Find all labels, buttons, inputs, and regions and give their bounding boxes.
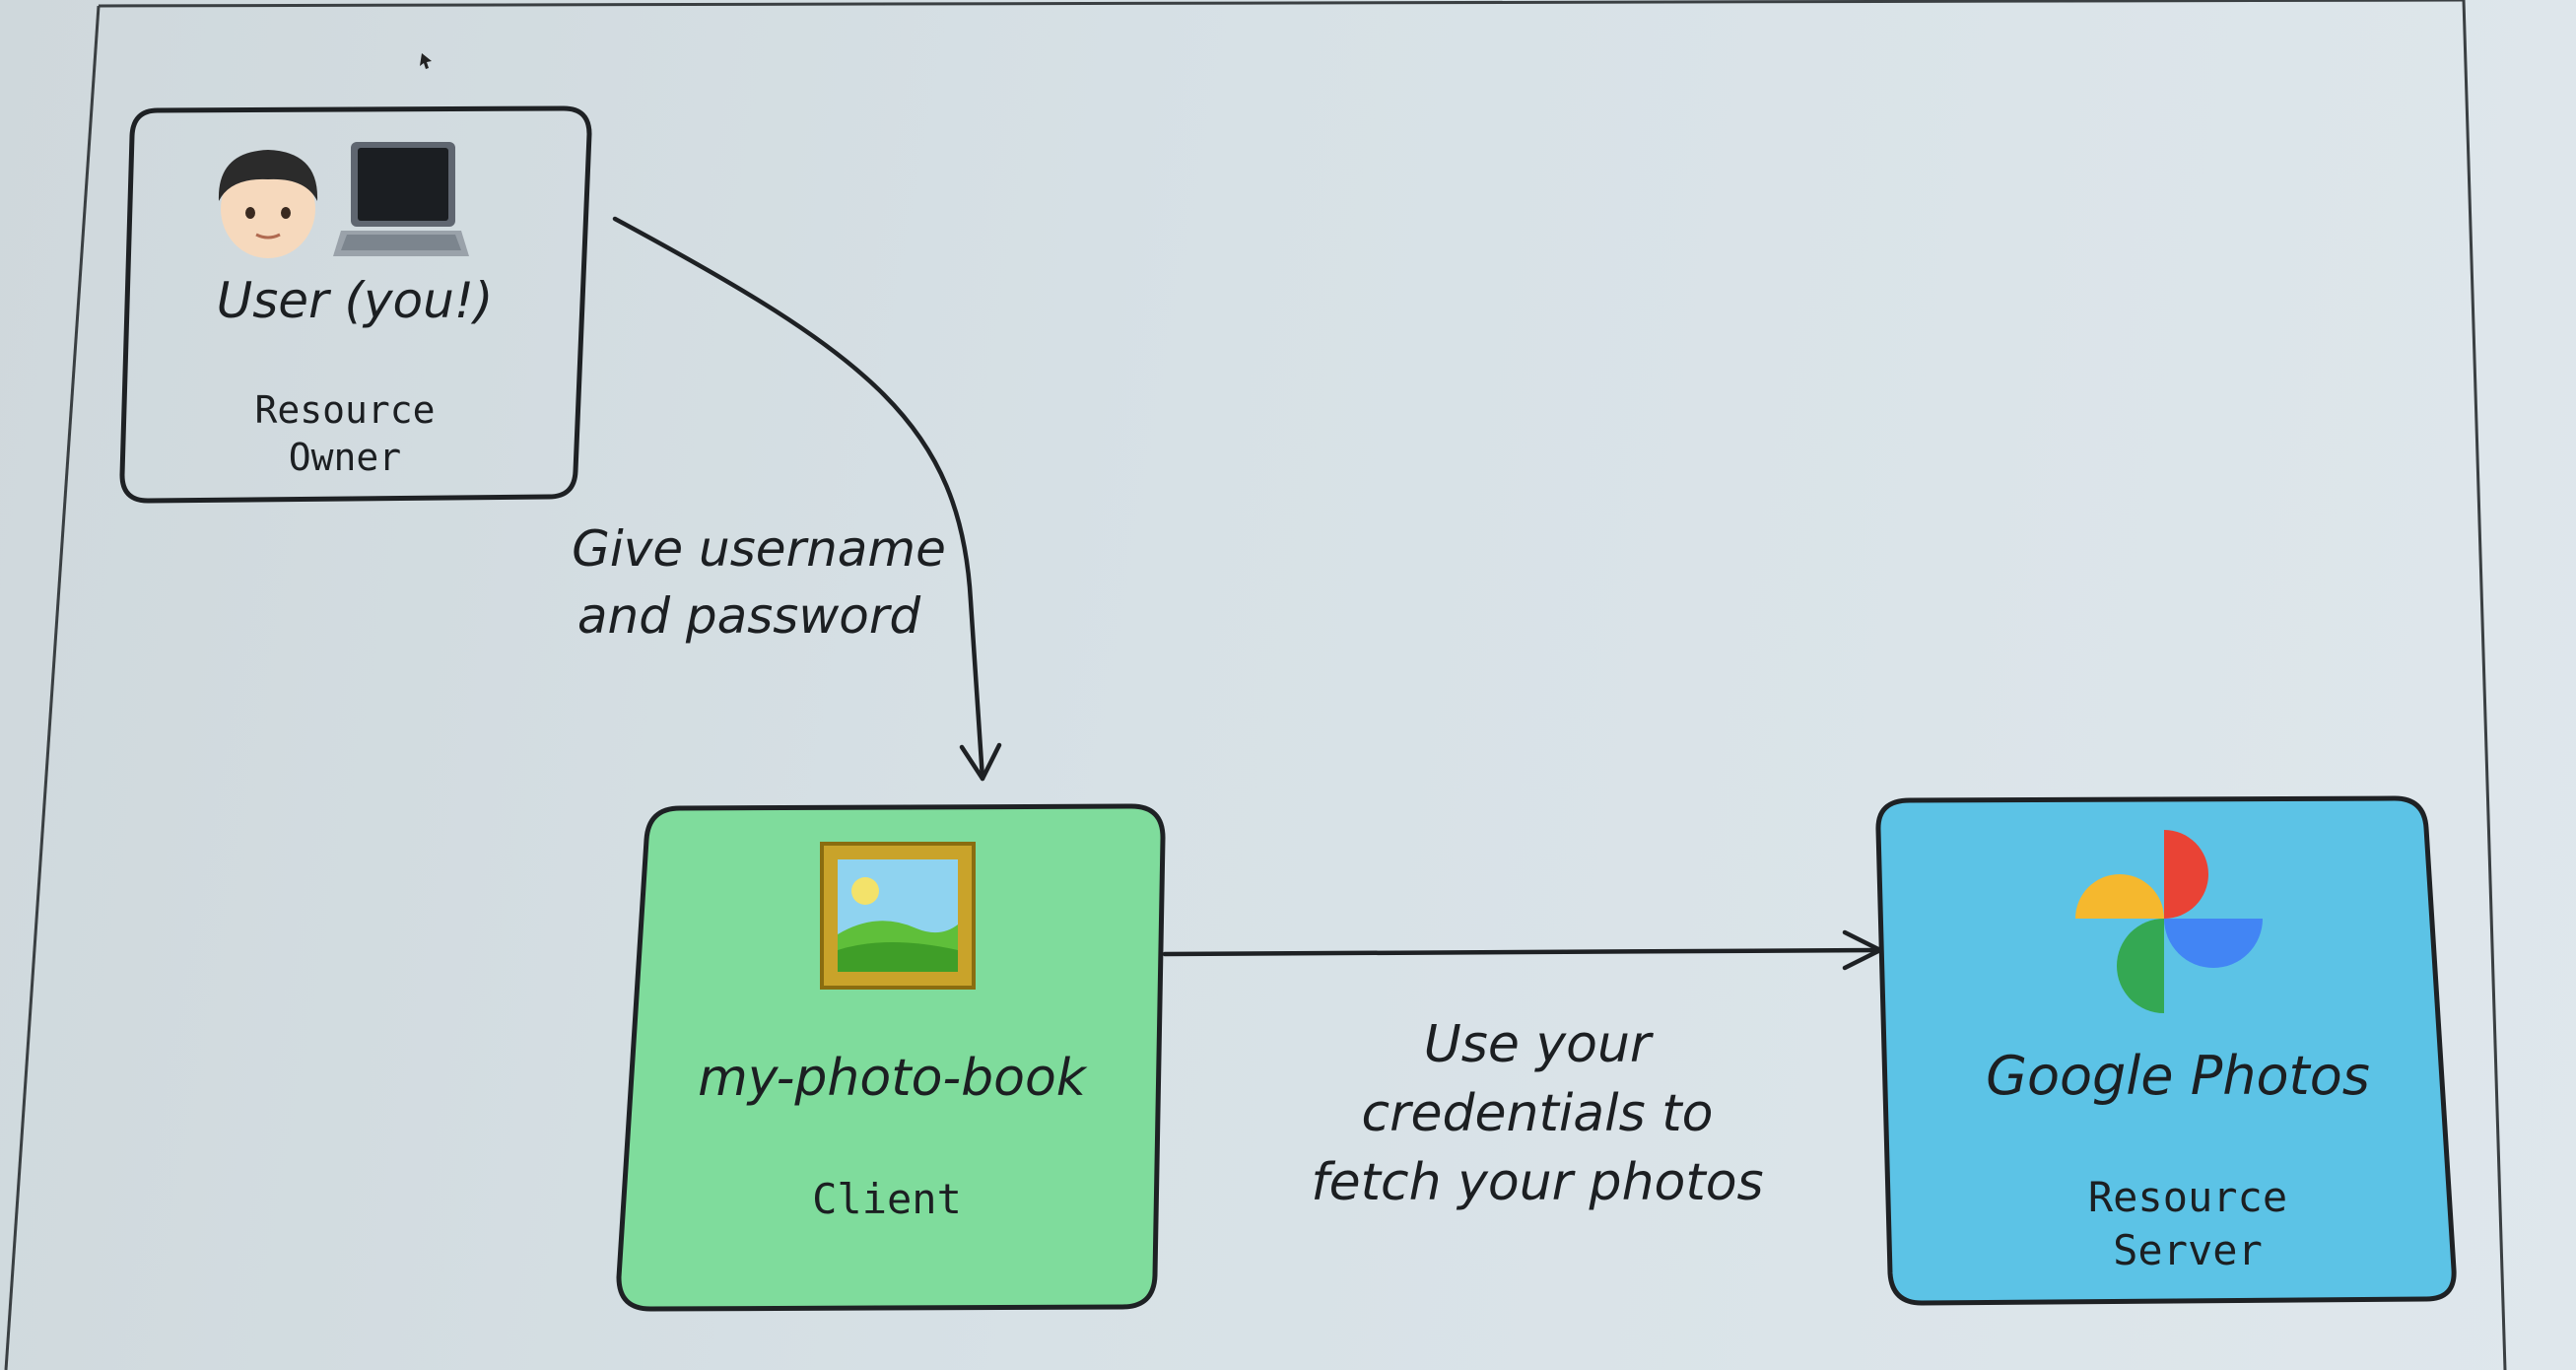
laptop-icon [333,142,469,256]
server-node-role-line2: Server [2113,1226,2263,1274]
arrowhead-client [959,742,1002,782]
client-node-title: my-photo-book [698,1049,1086,1108]
screen-frame-right [2462,0,2507,1370]
server-node-role-line1: Resource [2087,1173,2288,1221]
edge-user-to-client [612,216,985,782]
framed-picture-icon [820,842,976,990]
edge-client-to-server-label-line1: Use your [1423,1015,1652,1074]
server-node-title: Google Photos [1986,1045,2370,1107]
server-node-box [1875,795,2457,1306]
edge-client-to-server-label-line2: credentials to [1361,1084,1714,1143]
client-node-role: Client [812,1175,962,1223]
edge-user-to-client-label-line1: Give username [572,520,946,578]
person-icon [218,150,318,258]
arrowhead-server [1842,929,1883,971]
screen-frame-top [98,0,2465,8]
client-node-box [616,803,1166,1312]
user-node-title: User (you!) [216,272,494,329]
cursor-mark [420,53,432,69]
user-node-role-line1: Resource [254,388,436,432]
google-photos-pinwheel-icon [2075,830,2263,1013]
user-node-box [119,105,592,504]
screen-frame-left [4,5,101,1370]
edge-client-to-server-label-line3: fetch your photos [1311,1153,1764,1212]
edge-client-to-server [1162,947,1883,957]
edge-user-to-client-label-line2: and password [576,587,921,645]
user-node-role-line2: Owner [288,436,402,479]
